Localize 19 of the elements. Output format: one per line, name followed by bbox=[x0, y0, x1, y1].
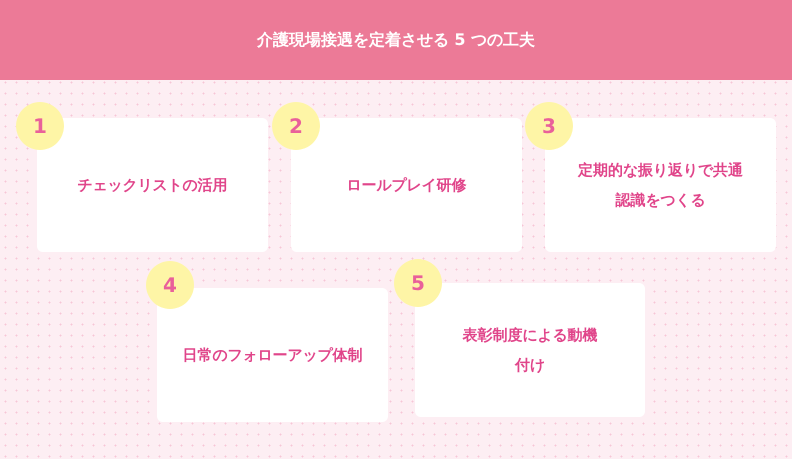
step-label: 表彰制度による動機付け bbox=[462, 325, 598, 376]
number-circle bbox=[525, 102, 573, 150]
step-number: 2 bbox=[289, 114, 303, 138]
step-label: 定期的な振り返りで共通認識をつくる bbox=[576, 160, 744, 211]
step-card bbox=[545, 118, 776, 252]
step-number: 3 bbox=[542, 114, 556, 138]
number-circle bbox=[272, 102, 320, 150]
step-label: ロールプレイ研修 bbox=[346, 175, 468, 196]
number-circle bbox=[146, 261, 194, 309]
step-number: 4 bbox=[163, 273, 177, 297]
step-number: 5 bbox=[411, 271, 425, 295]
step-label: 日常のフォローアップ体制 bbox=[182, 345, 364, 366]
number-circle bbox=[16, 102, 64, 150]
title: 介護現場接遇を定着させる 5 つの工夫 bbox=[256, 29, 536, 51]
step-label: チェックリストの活用 bbox=[78, 175, 228, 196]
step-number: 1 bbox=[33, 114, 47, 138]
step-card bbox=[291, 118, 522, 252]
step-card bbox=[37, 118, 268, 252]
number-circle bbox=[394, 259, 442, 307]
